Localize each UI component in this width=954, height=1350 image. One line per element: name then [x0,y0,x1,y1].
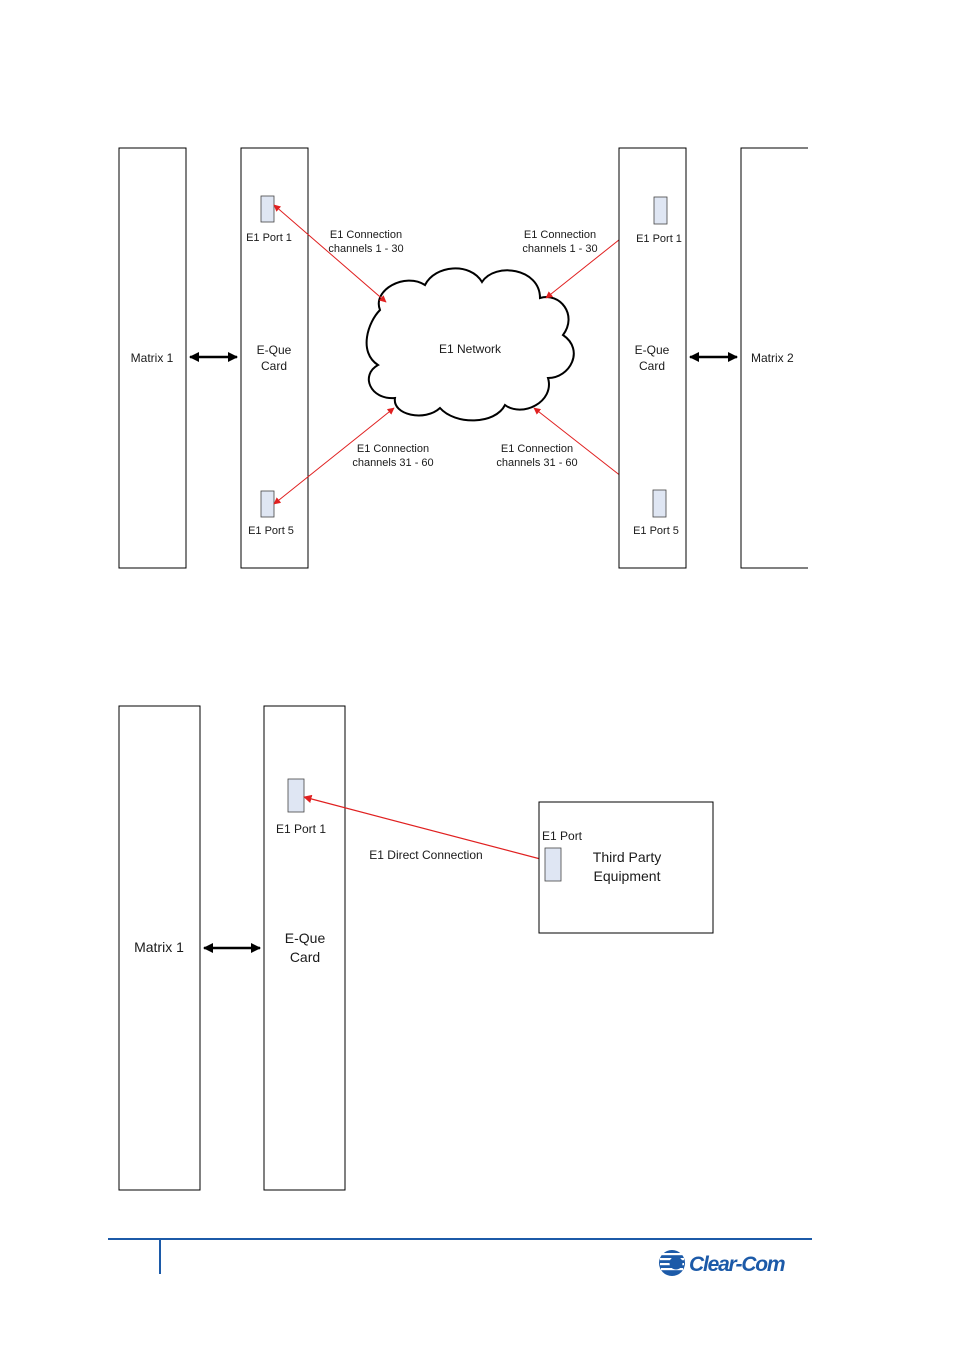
e-que-card-left-label-1: E-Que [257,343,292,357]
e-que-card-box-2 [263,705,346,1191]
e1-port-1-left [260,195,275,223]
matrix-1-box-2 [118,705,201,1191]
e1-port-5-left-label: E1 Port 5 [248,525,294,537]
diagram-2: Matrix 1 E-Que Card E1 Port 1 E1 Direct … [118,705,714,1191]
conn-bottom-right-line-1: E1 Connection [501,443,573,455]
matrix-2-label: Matrix 2 [751,351,794,365]
e-que-card-left-box [240,147,309,569]
conn-bottom-left-line-1: E1 Connection [357,443,429,455]
direct-connection-link [303,794,549,864]
matrix-1-label: Matrix 1 [131,351,174,365]
e1-port-5-right-label: E1 Port 5 [633,525,679,537]
e1-network-label: E1 Network [439,342,502,356]
conn-top-left-line-2: channels 1 - 30 [328,243,403,255]
third-party-label-1: Third Party [593,849,661,865]
link-port5-left-network [273,407,395,505]
e-que-card-label-2a: E-Que [285,930,326,946]
clear-com-logo-text: Clear-Com [689,1253,785,1276]
footer-tick [159,1240,161,1274]
third-party-box [538,801,714,934]
e-que-card-right-label-1: E-Que [635,343,670,357]
e1-port-1-right-label: E1 Port 1 [636,233,682,245]
clear-com-logo: Clear-Com [659,1250,786,1276]
e1-network-cloud [365,267,575,422]
e-que-card-left-label-2: Card [261,359,287,373]
e-que-card-right-box [618,147,687,569]
e-que-card-label-2b: Card [290,949,320,965]
e1-port-1-box-2 [287,778,305,813]
matrix-1-box [118,147,187,569]
third-party-port-box [544,847,562,882]
e-que-card-right-label-2: Card [639,359,665,373]
matrix-1-label-2: Matrix 1 [134,939,184,955]
e1-port-1-left-label: E1 Port 1 [246,232,292,244]
conn-bottom-left-line-2: channels 31 - 60 [352,457,433,469]
e1-port-1-right [653,196,668,225]
e1-port-1-label-2: E1 Port 1 [276,822,326,836]
direct-connection-label: E1 Direct Connection [369,848,482,862]
link-port1-left-network [273,204,387,303]
conn-top-left-line-1: E1 Connection [330,229,402,241]
conn-top-right-line-1: E1 Connection [524,229,596,241]
e1-port-5-right [652,489,667,518]
third-party-port-label: E1 Port [542,829,583,843]
conn-bottom-right-line-2: channels 31 - 60 [496,457,577,469]
conn-top-right-line-2: channels 1 - 30 [522,243,597,255]
footer-rule [108,1238,812,1240]
e1-port-5-left [260,490,275,518]
third-party-label-2: Equipment [594,868,661,884]
matrix-2-box [740,147,808,569]
diagram-1: Matrix 1 E-Que Card E1 Port 1 E1 Port 5 … [118,147,808,569]
clear-com-logo-icon [659,1250,685,1276]
